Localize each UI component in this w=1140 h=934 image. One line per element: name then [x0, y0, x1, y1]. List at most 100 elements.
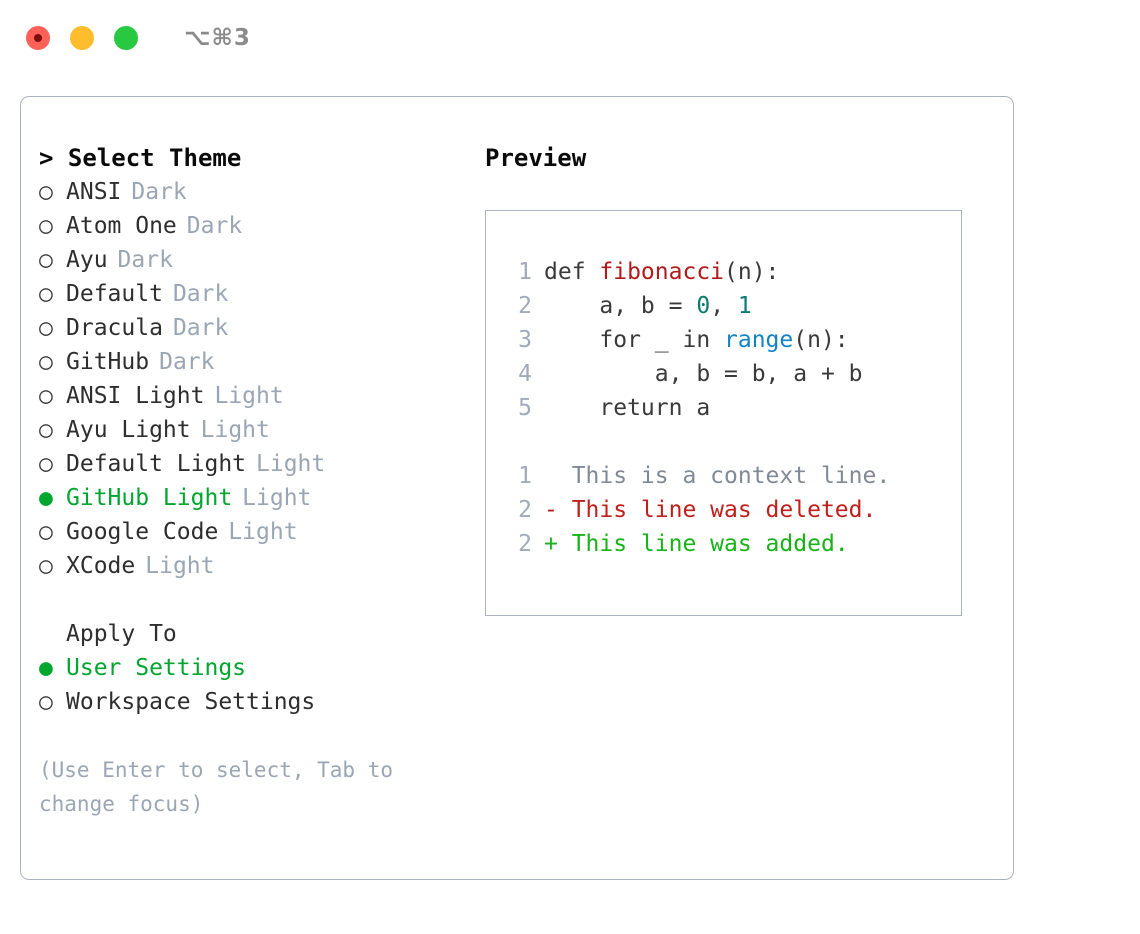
theme-option-3[interactable]: ○ Default Dark [39, 277, 485, 311]
theme-variant-badge: Light [145, 553, 215, 579]
radio-unselected-icon: ○ [39, 553, 53, 579]
theme-option-label: ANSI [66, 179, 122, 205]
close-button[interactable] [26, 26, 50, 50]
theme-option-label: XCode [66, 553, 136, 579]
theme-variant-badge: Dark [172, 281, 229, 307]
theme-variant-badge: Dark [186, 213, 243, 239]
radio-unselected-icon: ○ [39, 247, 53, 273]
line-number: 2 [518, 293, 532, 319]
theme-variant-badge: Light [214, 383, 284, 409]
code-token: def [544, 259, 600, 285]
diff-sample: 1 This is a context line. 2 - This line wa… [504, 459, 961, 561]
line-number: 1 [518, 259, 532, 285]
keyboard-hint-text: (Use Enter to select, Tab to change focu… [39, 758, 406, 816]
theme-option-label: Default [66, 281, 163, 307]
preview-heading: Preview [485, 144, 587, 172]
theme-option-2[interactable]: ○ Ayu Dark [39, 243, 485, 277]
code-token: a, b = b, a + b [544, 361, 863, 387]
maximize-button[interactable] [114, 26, 138, 50]
code-line-text: a, b = 0, 1 [544, 289, 751, 323]
radio-unselected-icon: ○ [39, 213, 53, 239]
title-bar: ⌥⌘3 [0, 0, 1140, 76]
code-token: (n): [724, 259, 780, 285]
apply-to-option-1[interactable]: ○ Workspace Settings [39, 685, 485, 719]
radio-unselected-icon: ○ [39, 519, 53, 545]
theme-option-label: Google Code [66, 519, 219, 545]
code-line: 3 for _ in range(n): [504, 323, 961, 357]
code-line: 4 a, b = b, a + b [504, 357, 961, 391]
code-line: 1 def fibonacci(n): [504, 255, 961, 289]
select-theme-heading: > Select Theme [39, 144, 242, 172]
radio-selected-icon: ● [39, 655, 53, 681]
code-token: range [724, 327, 794, 353]
radio-unselected-icon: ○ [39, 349, 53, 375]
theme-option-0[interactable]: ○ ANSI Dark [39, 175, 485, 209]
radio-unselected-icon: ○ [39, 689, 53, 715]
diff-line: 1 This is a context line. [504, 459, 961, 493]
theme-option-label: ANSI Light [66, 383, 205, 409]
theme-variant-badge: Dark [159, 349, 215, 375]
minimize-button[interactable] [70, 26, 94, 50]
apply-to-option-0[interactable]: ● User Settings [39, 651, 485, 685]
code-token: for _ in [544, 327, 725, 353]
code-line: 5 return a [504, 391, 961, 425]
spacer [504, 425, 961, 459]
code-token: 0 [696, 293, 711, 319]
code-token: a, b = [544, 293, 697, 319]
line-number: 2 [518, 531, 532, 557]
line-number: 4 [518, 361, 532, 387]
code-token: , [710, 293, 738, 319]
radio-unselected-icon: ○ [39, 281, 53, 307]
diff-line-text: - This line was deleted. [544, 497, 877, 523]
line-number: 2 [518, 497, 532, 523]
theme-variant-badge: Dark [172, 315, 229, 341]
theme-option-11[interactable]: ○ XCode Light [39, 549, 485, 583]
code-line-text: a, b = b, a + b [544, 357, 863, 391]
theme-variant-badge: Dark [131, 179, 187, 205]
radio-unselected-icon: ○ [39, 179, 53, 205]
code-token: (n): [793, 327, 849, 353]
radio-selected-icon: ● [39, 485, 53, 511]
radio-unselected-icon: ○ [39, 451, 53, 477]
theme-option-label: GitHub Light [66, 485, 233, 511]
code-token: return a [544, 395, 711, 421]
apply-to-option-list[interactable]: ● User Settings ○ Workspace Settings [39, 651, 485, 719]
diff-line: 2 - This line was deleted. [504, 493, 961, 527]
theme-variant-badge: Light [228, 519, 298, 545]
theme-option-10[interactable]: ○ Google Code Light [39, 515, 485, 549]
line-number: 3 [518, 327, 532, 353]
apply-to-option-label: User Settings [66, 655, 247, 681]
theme-variant-badge: Dark [117, 247, 173, 273]
keyboard-shortcut-label: ⌥⌘3 [184, 25, 251, 51]
theme-variant-badge: Light [242, 485, 312, 511]
diff-line-text: This is a context line. [544, 463, 891, 489]
apply-to-option-label: Workspace Settings [66, 689, 316, 715]
apply-to-heading: Apply To [66, 621, 177, 647]
code-line-text: return a [544, 391, 710, 425]
theme-option-9[interactable]: ● GitHub Light Light [39, 481, 485, 515]
line-number: 1 [518, 463, 532, 489]
code-token: fibonacci [599, 259, 725, 285]
theme-option-label: Ayu [66, 247, 108, 273]
code-line-text: for _ in range(n): [544, 323, 849, 357]
window-controls [26, 26, 138, 50]
code-line-text: def fibonacci(n): [544, 255, 779, 289]
theme-variant-badge: Light [200, 417, 270, 443]
theme-option-label: Dracula [66, 315, 163, 341]
recording-indicator-icon [34, 34, 42, 42]
diff-line: 2+ This line was added. [504, 527, 961, 561]
theme-option-label: Default Light [66, 451, 247, 477]
radio-unselected-icon: ○ [39, 417, 53, 443]
